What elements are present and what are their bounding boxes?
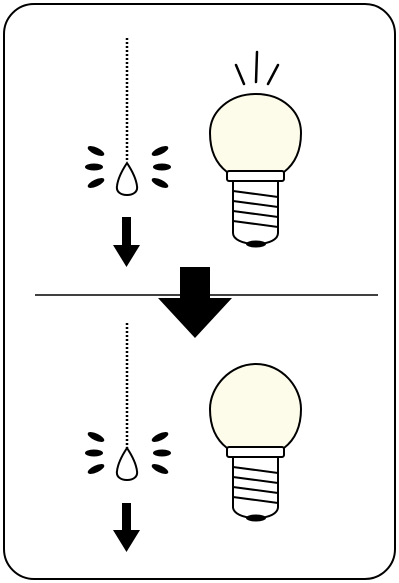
bulb-collar	[226, 446, 285, 458]
light-rays-icon	[234, 50, 280, 86]
pull-chain-icon	[115, 323, 139, 482]
light-bulb-icon	[208, 362, 303, 522]
light-bulb-icon	[208, 92, 303, 248]
transition-arrow-icon	[158, 267, 232, 338]
bottom-panel	[85, 323, 303, 552]
bulb-screw-base	[232, 456, 279, 520]
pull-chain-icon	[115, 38, 139, 197]
bulb-screw-base	[232, 180, 279, 246]
arrow-down-icon	[113, 217, 140, 267]
bulb-glass	[208, 362, 303, 449]
top-panel	[85, 38, 303, 267]
arrow-down-icon	[113, 503, 140, 552]
motion-marks-icon	[85, 146, 171, 188]
bulb-contact	[246, 514, 266, 522]
bulb-collar	[226, 170, 285, 182]
motion-marks-icon	[85, 432, 171, 474]
pull-chain-handle	[115, 446, 139, 482]
bulb-glass	[208, 92, 303, 173]
bulb-contact	[246, 240, 266, 248]
pull-chain-handle	[115, 161, 139, 197]
